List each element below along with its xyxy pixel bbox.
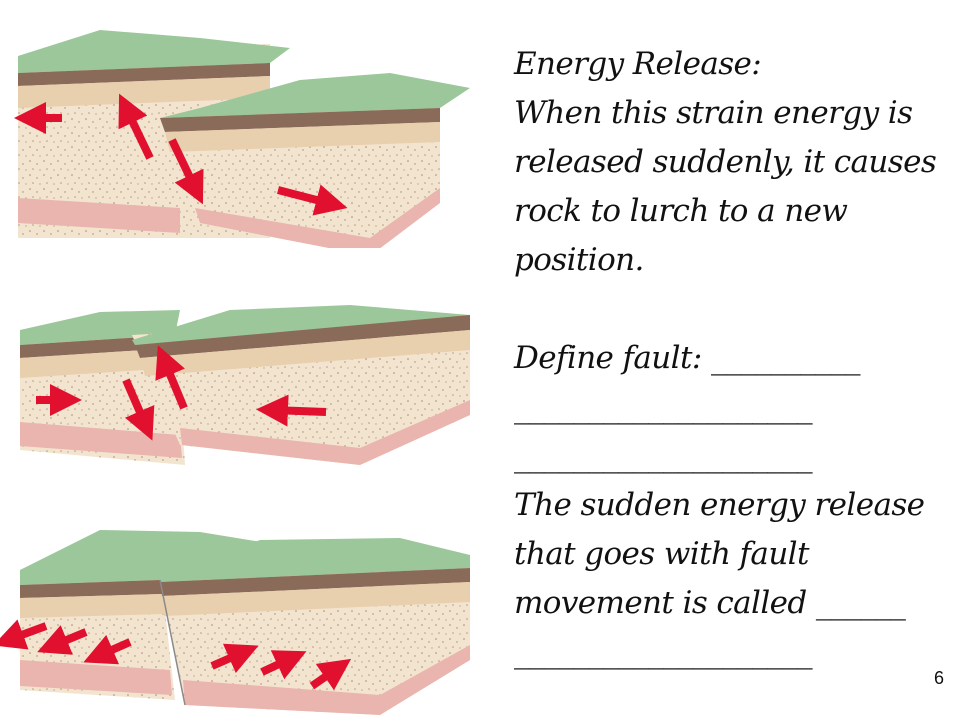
slide-number: 6	[934, 668, 945, 688]
stress-arrows	[36, 345, 327, 441]
right-block	[132, 305, 470, 465]
heading: Energy Release:	[514, 46, 762, 82]
earthquake-prompt-line: movement is called ______	[514, 585, 906, 621]
right-block	[160, 538, 470, 715]
paragraph-line: released suddenly, it causes	[514, 144, 937, 180]
reverse-fault-diagram	[20, 305, 470, 465]
fault-line	[159, 579, 186, 706]
fault-prompt: Define fault: __________	[514, 340, 861, 376]
text-content: Energy Release: When this strain energy …	[514, 40, 944, 677]
fault-blank-line: ____________________	[514, 438, 813, 474]
paragraph-line: position.	[514, 242, 644, 278]
stress-arrows	[14, 93, 348, 216]
earthquake-prompt-line: that goes with fault	[514, 536, 809, 572]
right-block	[160, 73, 470, 248]
paragraph-line: When this strain energy is	[514, 95, 913, 131]
strike-slip-fault-diagram	[0, 530, 470, 715]
spacer	[514, 285, 944, 334]
earthquake-blank-line: ____________________	[514, 634, 813, 670]
earthquake-prompt-line: The sudden energy release	[514, 487, 925, 523]
left-block	[20, 530, 280, 700]
normal-fault-diagram	[14, 30, 470, 248]
paragraph-line: rock to lurch to a new	[514, 193, 848, 229]
stress-arrows	[0, 619, 352, 691]
fault-blank-line: ____________________	[514, 389, 813, 425]
